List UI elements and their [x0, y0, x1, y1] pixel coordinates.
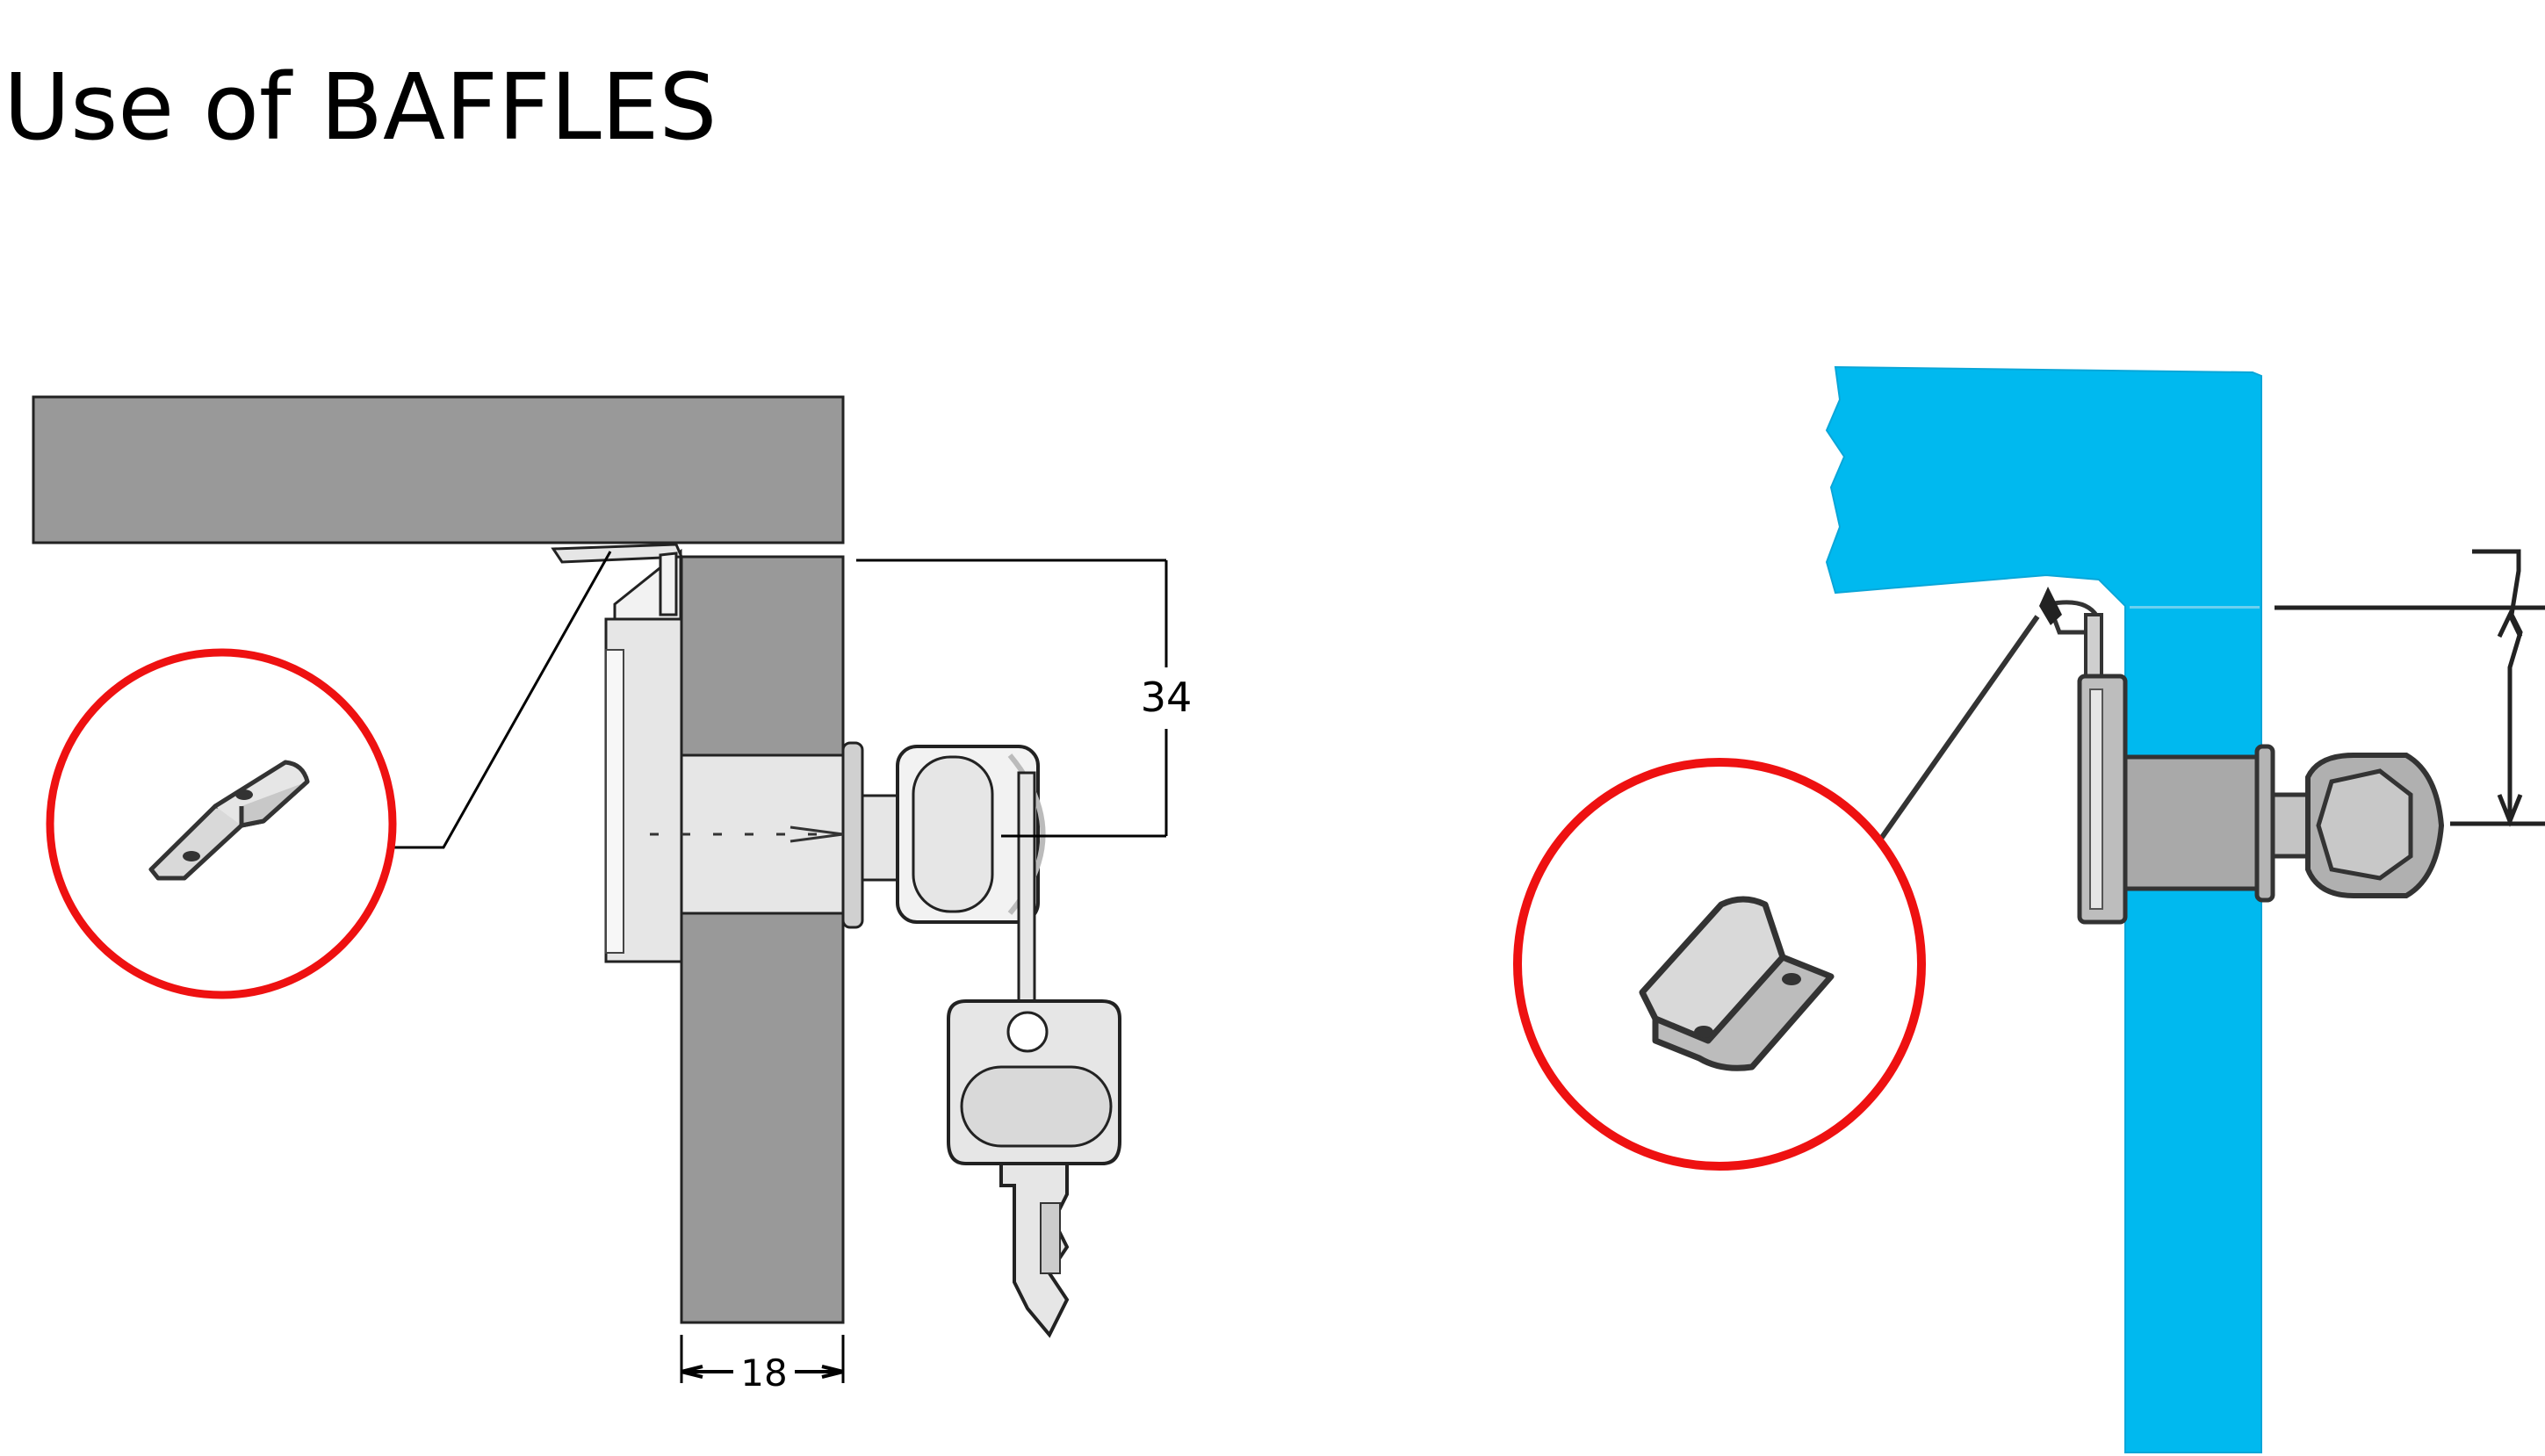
blue-cabinet-panel [1825, 365, 2262, 1453]
dimension-18-label: 18 [740, 1351, 787, 1395]
dimension-34-label: 34 [1141, 674, 1193, 721]
lock-cylinder-left [650, 741, 1046, 929]
baffle-callout-left [46, 551, 612, 999]
top-panel-left [32, 395, 845, 544]
vertical-panel-left [680, 555, 845, 1324]
dimension-bracket-right [2275, 549, 2545, 827]
dimension-34: 34 [856, 559, 1193, 838]
baffle-icon [148, 760, 310, 881]
key-left [947, 771, 1121, 1338]
lock-body-left [551, 543, 684, 963]
baffle-icon-large [1639, 896, 1835, 1071]
baffle-callout-right [1513, 615, 2040, 1171]
page-title: Use of BAFFLES [4, 54, 717, 161]
right-illustration [1513, 365, 2545, 1453]
lock-body-right [2039, 587, 2128, 925]
dimension-18: 18 [680, 1335, 845, 1395]
left-illustration: 34 18 [32, 395, 1193, 1395]
lock-cylinder-right [2123, 744, 2445, 903]
